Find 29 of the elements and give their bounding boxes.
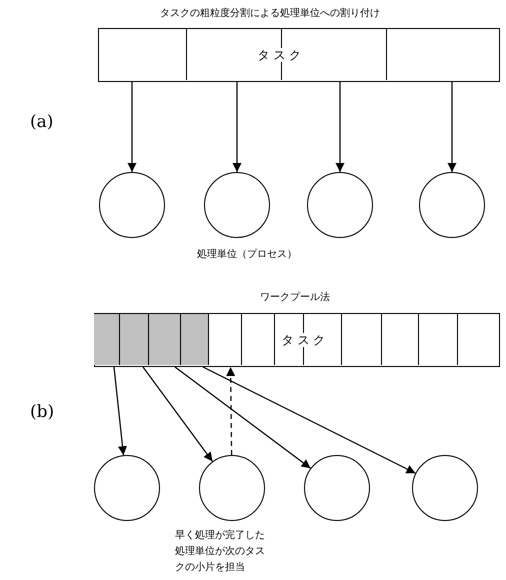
title: ワークプール法 — [260, 290, 330, 304]
caption: 処理単位（プロセス） — [197, 248, 297, 261]
arrow — [113, 366, 127, 456]
arrow — [448, 82, 456, 172]
arrow — [336, 82, 344, 172]
panel-label: (b) — [30, 402, 54, 422]
process-circle — [94, 455, 160, 521]
title: タスクの粗粒度分割による処理単位への割り付け — [160, 6, 380, 20]
panel-label: (a) — [30, 112, 54, 132]
process-circle — [204, 172, 270, 238]
arrow — [232, 82, 242, 172]
arrow — [226, 367, 236, 455]
task-segment — [180, 314, 208, 365]
arrow — [174, 366, 311, 469]
task-segment — [148, 314, 180, 365]
process-circle — [304, 455, 370, 521]
task-bar — [98, 28, 500, 82]
process-circle — [199, 455, 265, 521]
process-circle — [419, 172, 485, 238]
task-segment — [94, 314, 120, 365]
process-circle — [99, 172, 165, 238]
arrow — [202, 366, 416, 474]
process-circle — [412, 455, 478, 521]
arrow — [142, 366, 213, 462]
arrow — [128, 82, 136, 172]
note: 早く処理が完了した処理単位が次のタスクの小片を担当 — [175, 528, 266, 575]
process-circle — [307, 172, 373, 238]
task-segment — [120, 314, 148, 365]
task-bar — [94, 313, 500, 367]
